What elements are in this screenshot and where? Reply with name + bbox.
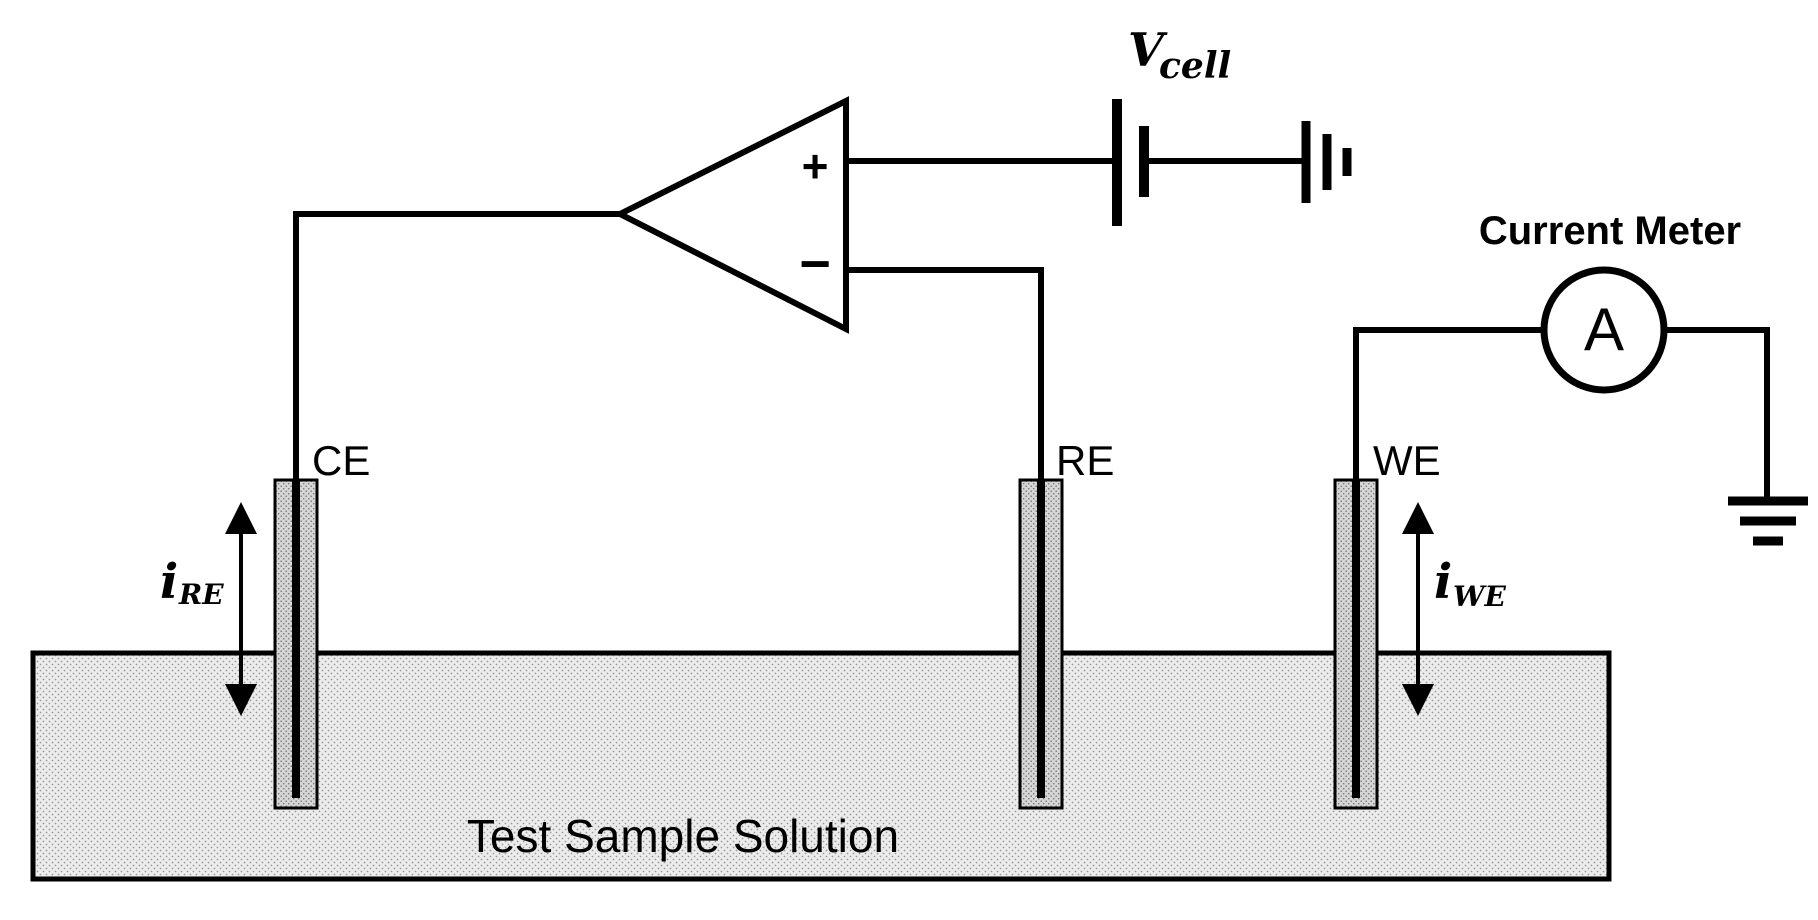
- ground-symbol-top: [1301, 121, 1352, 203]
- svg-text:cell: cell: [1159, 45, 1231, 87]
- wire-re: [843, 267, 1044, 483]
- ce-label: CE: [312, 437, 370, 484]
- svg-text:RE: RE: [178, 578, 224, 611]
- re-label: RE: [1056, 437, 1114, 484]
- ammeter-symbol: A: [1584, 296, 1624, 363]
- vcell-label: V cell: [1128, 23, 1231, 87]
- counter-electrode: [273, 478, 319, 810]
- i-re-label: i RE: [160, 554, 224, 611]
- wire-meter-to-ground: [1661, 327, 1770, 503]
- svg-text:WE: WE: [1453, 580, 1506, 613]
- current-meter-label: Current Meter: [1479, 209, 1741, 253]
- wire-ce: [293, 211, 623, 483]
- svg-text:i: i: [1434, 554, 1452, 610]
- svg-text:V: V: [1128, 23, 1168, 77]
- wire-we-to-meter: [1353, 327, 1547, 483]
- solution-label: Test Sample Solution: [467, 810, 899, 862]
- reference-electrode: [1018, 478, 1064, 810]
- op-amp: [613, 96, 849, 334]
- working-electrode: [1333, 478, 1379, 810]
- op-amp-minus-sign: −: [799, 234, 831, 294]
- svg-text:i: i: [160, 554, 178, 610]
- i-we-label: i WE: [1434, 554, 1506, 613]
- we-label: WE: [1373, 437, 1441, 484]
- op-amp-plus-sign: +: [802, 140, 829, 192]
- ground-symbol-right: [1728, 496, 1808, 546]
